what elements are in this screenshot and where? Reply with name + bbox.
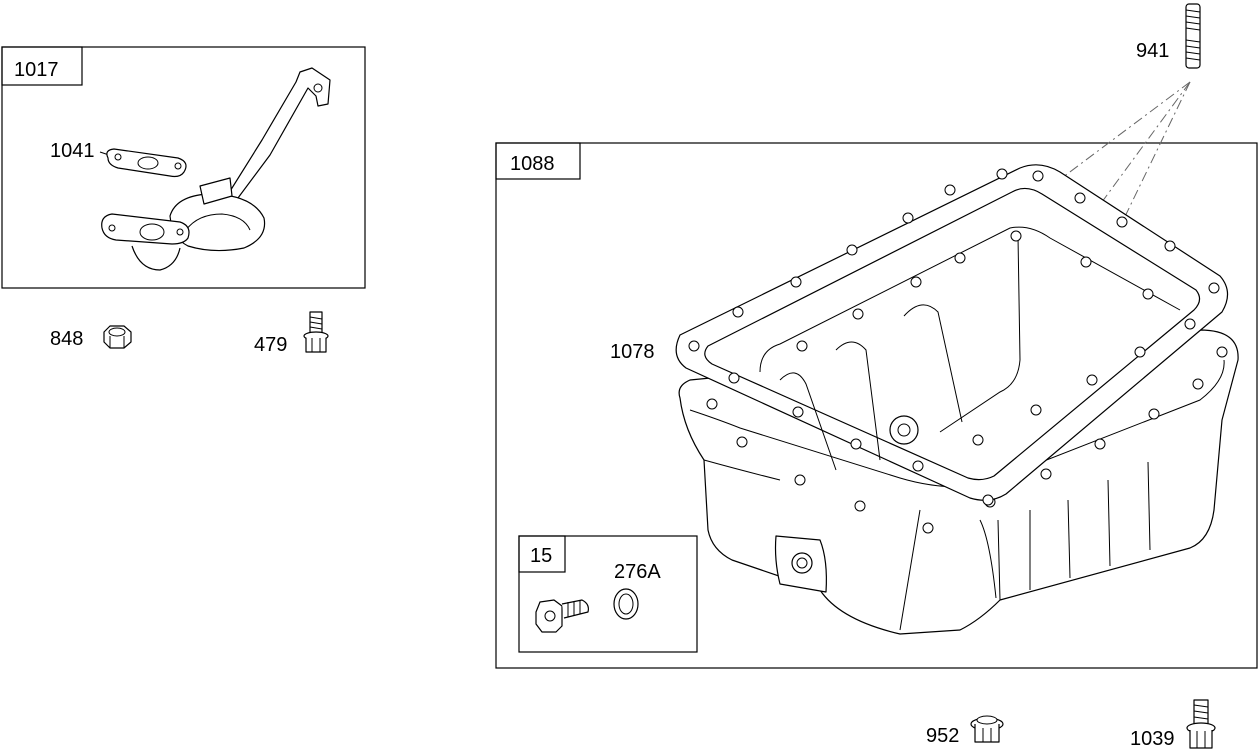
dipstick-tube-assembly-icon [101,67,331,271]
group-1088-frame: 1088 [495,142,1258,669]
sealing-washer-icon [613,588,639,620]
threaded-stud-icon [1185,3,1201,69]
callout-479[interactable]: 479 [254,334,287,356]
group-1017-frame: 1017 [1,46,366,289]
callout-276A[interactable]: 276A [614,561,661,583]
callout-941[interactable]: 941 [1136,40,1169,62]
callout-1088[interactable]: 1088 [510,153,555,175]
group-15-frame: 15 [518,535,698,653]
hex-nut-icon [103,325,132,349]
callout-952[interactable]: 952 [926,725,959,747]
drain-plug-icon [535,599,589,633]
flange-gasket-icon [106,148,187,178]
callout-15[interactable]: 15 [530,545,552,567]
flange-nut-icon [970,715,1004,743]
callout-1078[interactable]: 1078 [610,341,655,363]
callout-848[interactable]: 848 [50,328,83,350]
oil-pan-gasket-icon [675,164,1229,506]
flange-screw-icon [303,311,329,353]
callout-1041[interactable]: 1041 [50,140,95,162]
callout-1017[interactable]: 1017 [14,59,59,81]
hex-flange-bolt-icon [1186,699,1216,749]
callout-1039[interactable]: 1039 [1130,728,1175,750]
